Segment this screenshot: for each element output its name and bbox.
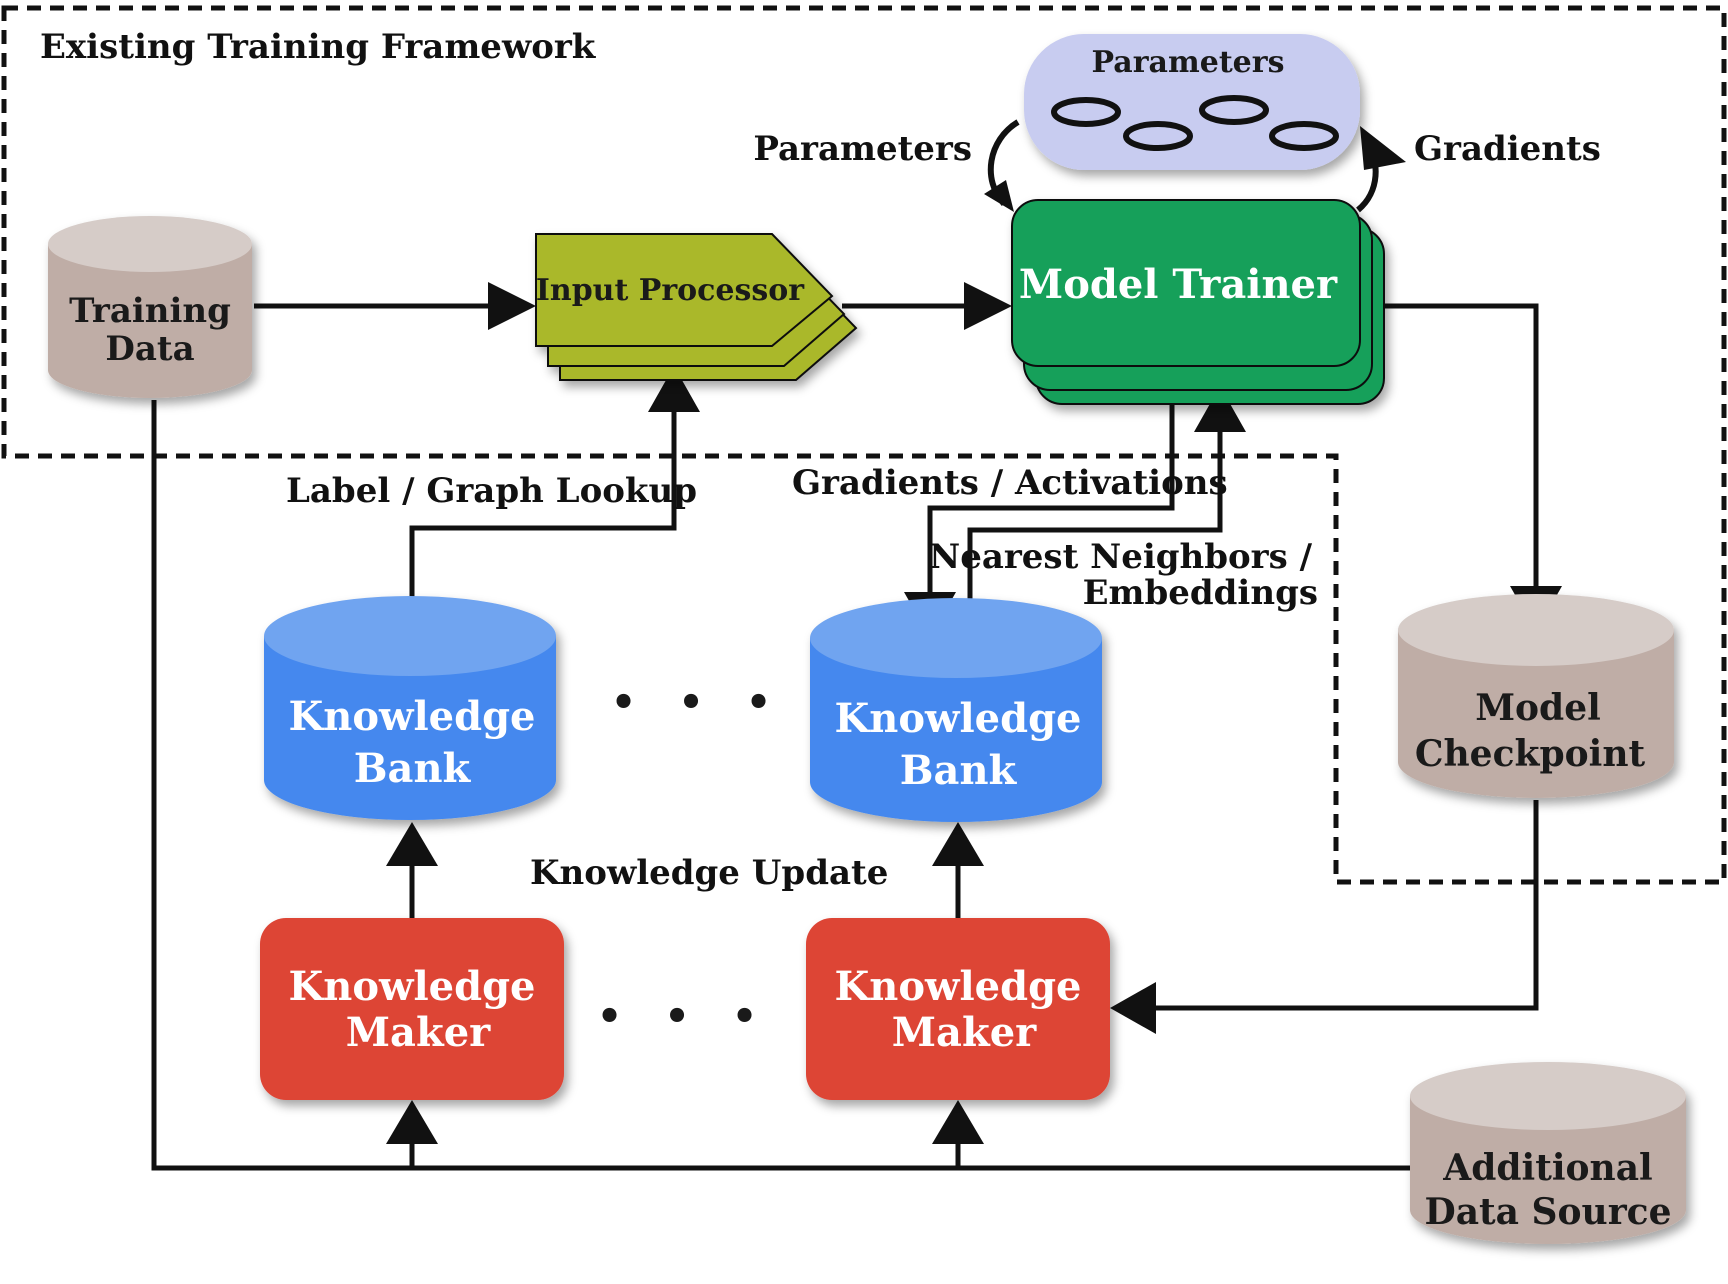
framework-title: Existing Training Framework xyxy=(40,27,597,67)
ellipsis-makers: • • • xyxy=(597,993,772,1040)
input-processor-label: Input Processor xyxy=(536,273,805,308)
knowledge-bank-left-label-2: Bank xyxy=(354,745,472,792)
arrowhead xyxy=(1194,386,1246,432)
knowledge-maker-left-label-1: Knowledge xyxy=(289,963,536,1010)
edge-label-knowledge-update: Knowledge Update xyxy=(530,853,888,893)
parameters-store-label: Parameters xyxy=(1092,45,1285,80)
model-checkpoint-node xyxy=(1398,594,1674,798)
knowledge-bank-right-label-2: Bank xyxy=(900,747,1018,794)
arrowhead xyxy=(1110,982,1156,1034)
edge-training-bus xyxy=(151,400,1410,1171)
arrowhead xyxy=(386,1100,438,1144)
additional-data-source-node xyxy=(1410,1062,1686,1244)
arrowhead xyxy=(932,1100,984,1144)
model-checkpoint-label-2: Checkpoint xyxy=(1415,733,1646,775)
knowledge-maker-left-label-2: Maker xyxy=(346,1009,491,1056)
parameter-ring-icon xyxy=(1199,95,1269,125)
edge-label-gradients: Gradients xyxy=(1414,129,1601,169)
knowledge-bank-right-node xyxy=(810,598,1102,822)
training-data-label-2: Data xyxy=(105,329,194,369)
knowledge-bank-right-label-1: Knowledge xyxy=(835,695,1082,742)
parameter-ring-icon xyxy=(1123,121,1193,151)
additional-data-source-label-1: Additional xyxy=(1442,1147,1652,1189)
edge-label-nearest-neighbors-1: Nearest Neighbors / xyxy=(929,537,1312,577)
edge-label-gradients-activations: Gradients / Activations xyxy=(792,463,1228,503)
edge-trainer-to-checkpoint xyxy=(1370,303,1539,590)
framework-boundary xyxy=(1,5,1727,885)
edge-label-nearest-neighbors-2: Embeddings xyxy=(1083,573,1318,613)
edge-lookup xyxy=(409,410,677,636)
edge-checkpoint-to-maker xyxy=(1150,800,1539,1011)
knowledge-maker-right-label-1: Knowledge xyxy=(835,963,1082,1010)
knowledge-maker-left-node xyxy=(260,918,564,1100)
training-data-node xyxy=(48,216,252,398)
parameter-ring-icon xyxy=(1051,97,1121,127)
parameters-store-node xyxy=(1024,34,1360,170)
input-processor-node xyxy=(535,233,858,381)
edge-label-lookup: Label / Graph Lookup xyxy=(286,471,697,511)
model-trainer-label: Model Trainer xyxy=(1019,261,1338,308)
parameter-ring-icon xyxy=(1269,121,1339,151)
knowledge-bank-left-node xyxy=(264,596,556,820)
additional-data-source-label-2: Data Source xyxy=(1424,1191,1671,1233)
arrowhead xyxy=(964,282,1012,330)
model-trainer-node xyxy=(1011,199,1385,405)
knowledge-maker-right-label-2: Maker xyxy=(892,1009,1037,1056)
arrowhead xyxy=(488,282,536,330)
model-checkpoint-label-1: Model xyxy=(1475,687,1601,729)
arrowhead xyxy=(984,180,1014,212)
arrowhead xyxy=(648,366,700,412)
knowledge-bank-left-label-1: Knowledge xyxy=(289,693,536,740)
training-data-label-1: Training xyxy=(69,291,231,331)
arrowhead xyxy=(932,822,984,866)
edge-label-parameters: Parameters xyxy=(753,129,972,169)
arrowhead xyxy=(386,822,438,866)
edge-gradients-activations xyxy=(927,386,1175,594)
edge-nearest-neighbors xyxy=(967,430,1223,636)
ellipsis-banks: • • • xyxy=(611,679,786,726)
knowledge-maker-right-node xyxy=(806,918,1110,1100)
arrowhead xyxy=(1360,126,1406,170)
